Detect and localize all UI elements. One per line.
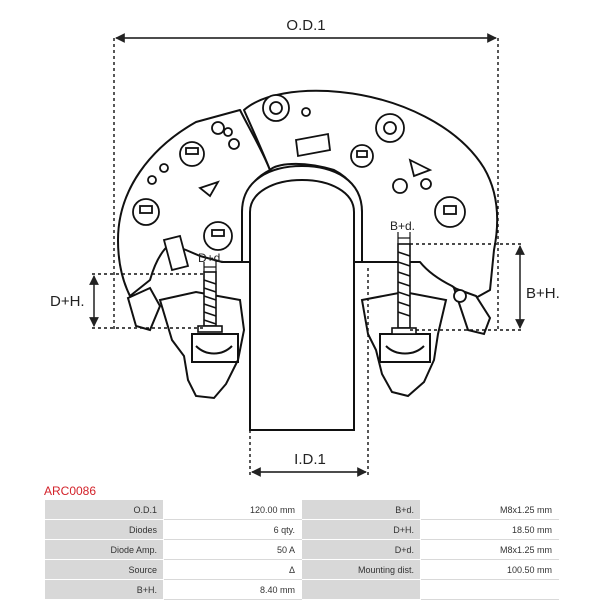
center-bore [249, 212, 355, 431]
spec-value: 100.50 mm [420, 559, 559, 580]
spec-label: O.D.1 [44, 499, 164, 520]
spec-label: Diode Amp. [44, 539, 164, 560]
spec-value: Δ [163, 559, 302, 580]
id-label: I.D.1 [294, 451, 326, 468]
od-dimension: O.D.1 [113, 17, 499, 330]
od-label: O.D.1 [286, 17, 325, 34]
spec-value: 18.50 mm [420, 519, 559, 540]
spec-label: D+H. [301, 519, 421, 540]
spec-value: M8x1.25 mm [420, 539, 559, 560]
dd-dimension: D+d. [198, 251, 224, 272]
spec-value: 6 qty. [163, 519, 302, 540]
spec-label: Source [44, 559, 164, 580]
spec-value: 8.40 mm [163, 579, 302, 600]
dd-label: D+d. [198, 251, 224, 265]
id-dimension: I.D.1 [249, 268, 369, 478]
right-terminal-lug [360, 290, 448, 398]
dh-label: D+H. [50, 293, 85, 310]
left-terminal-lug [158, 290, 246, 400]
spec-value [420, 579, 559, 600]
table-row: Diodes 6 qty. D+H. 18.50 mm [44, 519, 559, 540]
rectifier-drawing: O.D.1 I.D.1 D+H. D+d. B+H. B+d. [50, 17, 560, 478]
table-row: Source Δ Mounting dist. 100.50 mm [44, 559, 559, 580]
spec-label: B+d. [301, 499, 421, 520]
table-row: O.D.1 120.00 mm B+d. M8x1.25 mm [44, 499, 559, 520]
spec-value: 120.00 mm [163, 499, 302, 520]
spec-value: 50 A [163, 539, 302, 560]
bh-dimension: B+H. [410, 243, 560, 331]
dh-dimension: D+H. [50, 273, 206, 329]
bh-label: B+H. [526, 285, 560, 302]
bd-label: B+d. [390, 219, 415, 233]
spec-label: D+d. [301, 539, 421, 560]
spec-label: Mounting dist. [301, 559, 421, 580]
bd-dimension: B+d. [390, 219, 415, 244]
spec-label: Diodes [44, 519, 164, 540]
spec-value: M8x1.25 mm [420, 499, 559, 520]
product-code: ARC0086 [44, 484, 97, 498]
diode-details [132, 94, 467, 303]
spec-label [301, 579, 421, 600]
spec-table: O.D.1 120.00 mm B+d. M8x1.25 mm Diodes 6… [44, 499, 559, 600]
table-row: B+H. 8.40 mm [44, 579, 559, 600]
d-plus-stud [197, 271, 223, 333]
table-row: Diode Amp. 50 A D+d. M8x1.25 mm [44, 539, 559, 560]
spec-label: B+H. [44, 579, 164, 600]
b-plus-stud [391, 243, 417, 335]
